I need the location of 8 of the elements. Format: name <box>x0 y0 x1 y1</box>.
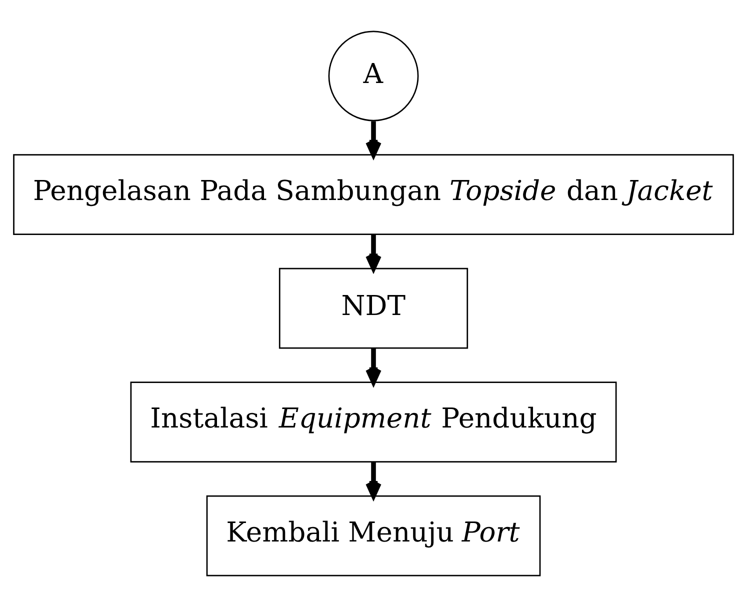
node-box: Pengelasan Pada Sambungan Topside dan Jacket <box>13 154 734 235</box>
node-circle: A <box>328 30 419 122</box>
node-box: NDT <box>278 268 468 349</box>
arrow <box>366 234 382 271</box>
arrow <box>366 121 382 158</box>
arrow <box>366 462 382 498</box>
node-box: Kembali Menuju Port <box>206 495 541 576</box>
node-box: Instalasi Equipment Pendukung <box>130 382 617 462</box>
